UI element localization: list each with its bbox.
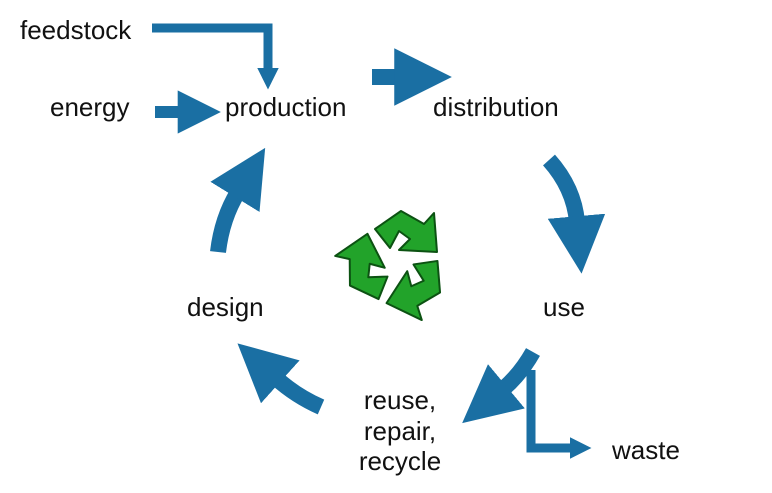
node-repair-line: repair, [363,415,437,446]
node-recycle-line: recycle [358,446,442,477]
node-production: production [225,92,347,122]
node-distribution: distribution [433,92,559,122]
arrow-use-to-waste [526,370,592,459]
node-energy: energy [50,92,130,122]
arrow-feedstock-to-production [152,23,279,90]
arrow-use-to-reuse [462,347,540,424]
node-reuse-line: reuse, [363,385,437,415]
node-reuse-repair-recycle: reuse, repair, recycle [350,385,450,477]
recycle-icon [334,210,442,322]
node-waste: waste [612,435,680,465]
arrow-design-to-production [210,147,266,254]
node-use: use [543,292,585,322]
arrow-distribution-to-use [542,154,606,274]
arrow-reuse-to-design [237,343,325,415]
node-feedstock: feedstock [20,15,132,45]
node-design: design [187,292,264,322]
